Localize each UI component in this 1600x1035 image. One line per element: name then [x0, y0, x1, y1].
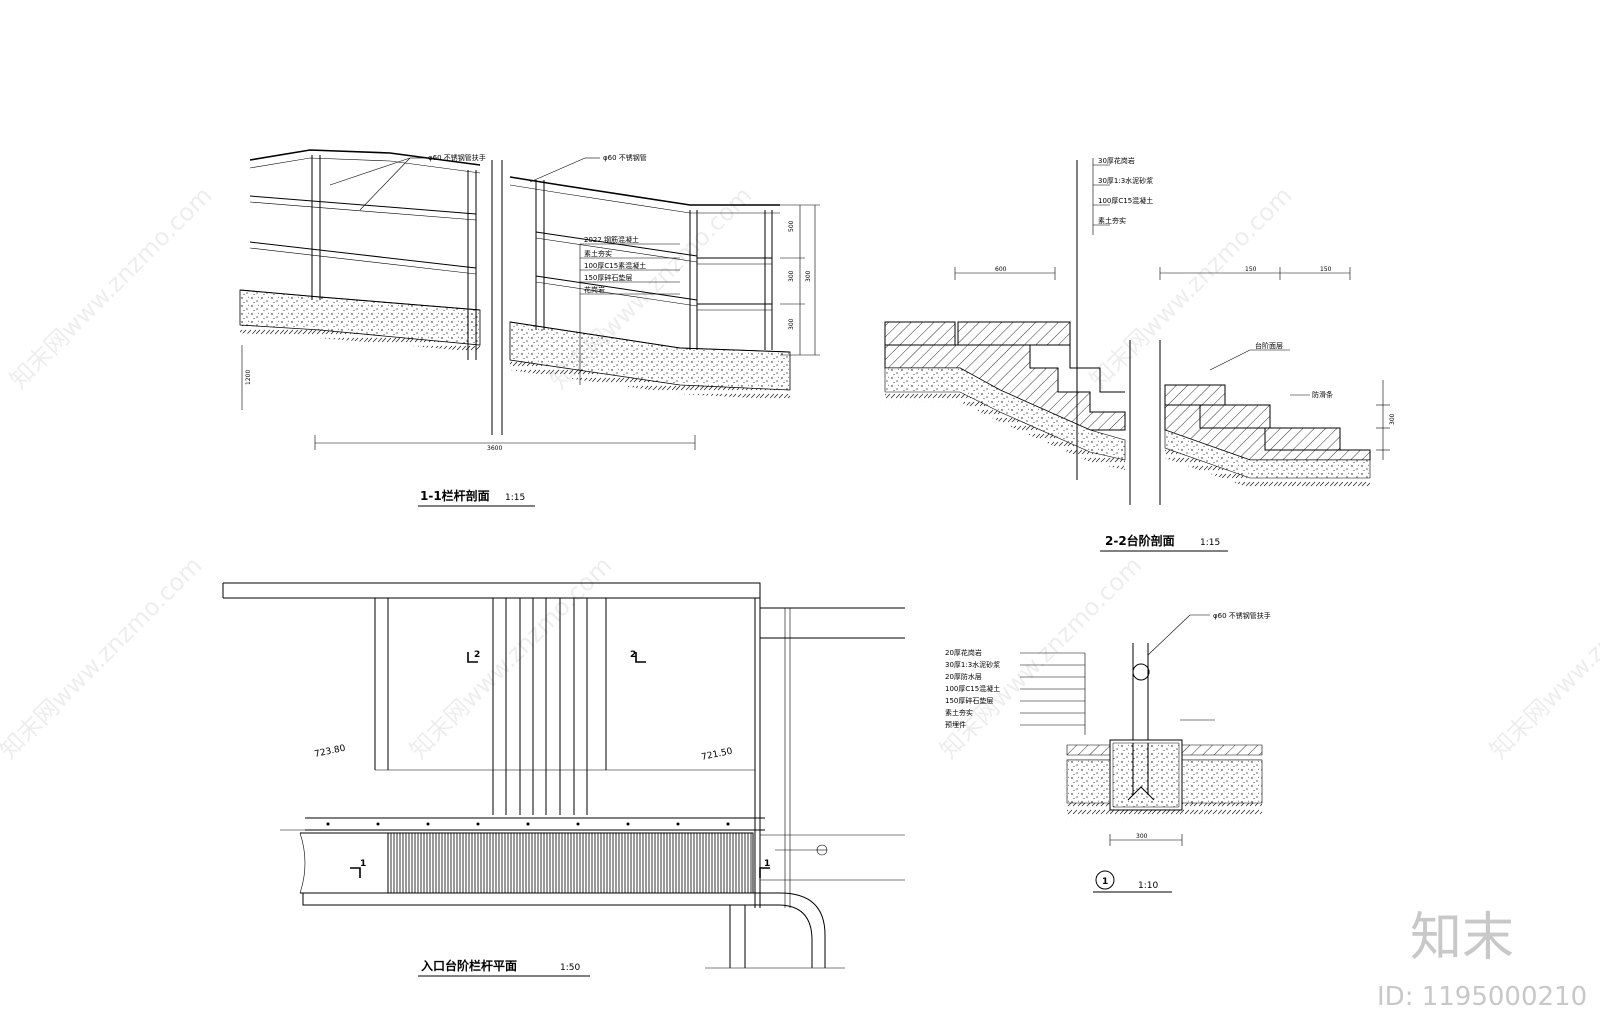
railing-note-c15: 100厚C15素混凝土 — [584, 261, 646, 270]
plan-section-mark-1b: 1 — [764, 859, 770, 869]
railing-dim-4: 1200 — [245, 370, 252, 385]
detail-1-view: φ60 不锈钢管扶手 20厚花岗岩 30厚1:3水泥砂浆 20厚防水层 100厚… — [945, 611, 1271, 893]
detail-title: 1 — [1102, 877, 1108, 887]
detail-title-circle — [1095, 870, 1115, 890]
railing-dim-2: 300 — [788, 318, 795, 330]
detail-dim-0: 300 — [1136, 833, 1148, 840]
brand-block: 知末 ID: 1195000210 — [1377, 908, 1587, 1012]
railing-section-scale: 1:15 — [505, 493, 525, 503]
detail-note-gravel: 150厚碎石垫层 — [945, 696, 993, 705]
step-dim-3: 300 — [1389, 413, 1396, 425]
step-section-scale: 1:15 — [1200, 538, 1220, 548]
railing-note-granite: 花岗岩 — [584, 285, 605, 294]
step-note-antislip: 防滑条 — [1312, 390, 1333, 399]
plan-elevation-left: 723.80 — [314, 744, 347, 760]
watermark-4: 知末网www.znzmo.com — [0, 551, 207, 764]
railing-section-view: φ60 不锈钢管扶手 φ60 不锈钢管 2022 钢筋混凝土 素土夯实 100厚… — [239, 149, 820, 507]
step-note-granite: 30厚花岗岩 — [1098, 156, 1135, 165]
watermark-1: 知末网www.znzmo.com — [4, 181, 217, 394]
detail-note-concrete: 100厚C15混凝土 — [945, 684, 1000, 693]
entrance-plan-scale: 1:50 — [560, 963, 580, 973]
plan-elevation-right: 721.50 — [701, 747, 734, 763]
step-note-finish: 台阶面层 — [1255, 341, 1283, 350]
watermark-6: 知末网www.znzmo.com — [934, 551, 1147, 764]
detail-note-embed: 预埋件 — [945, 720, 966, 729]
railing-note-soil: 素土夯实 — [584, 249, 612, 258]
railing-dim-1: 300 — [788, 270, 795, 282]
railing-dim-5: 3600 — [487, 445, 502, 452]
step-section-view: 30厚花岗岩 30厚1:3水泥砂浆 100厚C15混凝土 素土夯实 台阶面层 防… — [884, 156, 1396, 552]
step-dim-1: 150 — [1245, 266, 1257, 273]
detail-note-handrail: φ60 不锈钢管扶手 — [1213, 611, 1271, 620]
detail-note-granite: 20厚花岗岩 — [945, 648, 982, 657]
plan-section-mark-2a: 2 — [474, 650, 480, 660]
brand-id: ID: 1195000210 — [1377, 982, 1587, 1012]
step-dim-0: 600 — [995, 266, 1007, 273]
railing-note-handrail: φ60 不锈钢管扶手 — [428, 153, 486, 162]
plan-section-mark-2b: 2 — [630, 650, 636, 660]
watermark-7: 知末网www.znzmo.com — [1484, 551, 1600, 764]
railing-note-gravel: 150厚碎石垫层 — [584, 273, 632, 282]
step-dim-2: 150 — [1320, 266, 1332, 273]
railing-note-concrete: 2022 钢筋混凝土 — [584, 235, 639, 244]
railing-note-pipe: φ60 不锈钢管 — [603, 153, 647, 162]
step-note-mortar: 30厚1:3水泥砂浆 — [1098, 176, 1153, 185]
brand-logo-text: 知末 — [1410, 908, 1514, 968]
railing-dim-3: 300 — [805, 270, 812, 282]
detail-note-soil: 素土夯实 — [945, 708, 973, 717]
detail-note-waterproof: 20厚防水层 — [945, 672, 982, 681]
step-section-title: 2-2台阶剖面 — [1105, 533, 1175, 548]
detail-note-mortar: 30厚1:3水泥砂浆 — [945, 660, 1000, 669]
railing-dim-0: 500 — [788, 220, 795, 232]
detail-scale: 1:10 — [1138, 881, 1158, 891]
watermark-3: 知末网www.znzmo.com — [1084, 181, 1297, 394]
entrance-plan-title: 入口台阶栏杆平面 — [421, 958, 517, 973]
step-note-concrete: 100厚C15混凝土 — [1098, 196, 1153, 205]
step-note-soil: 素土夯实 — [1098, 216, 1126, 225]
plan-section-mark-1a: 1 — [360, 859, 366, 869]
entrance-plan-view: 2 2 1 1 723.80 721.50 入口台阶栏杆平面 1:50 — [222, 582, 905, 977]
railing-section-title: 1-1栏杆剖面 — [420, 488, 490, 503]
